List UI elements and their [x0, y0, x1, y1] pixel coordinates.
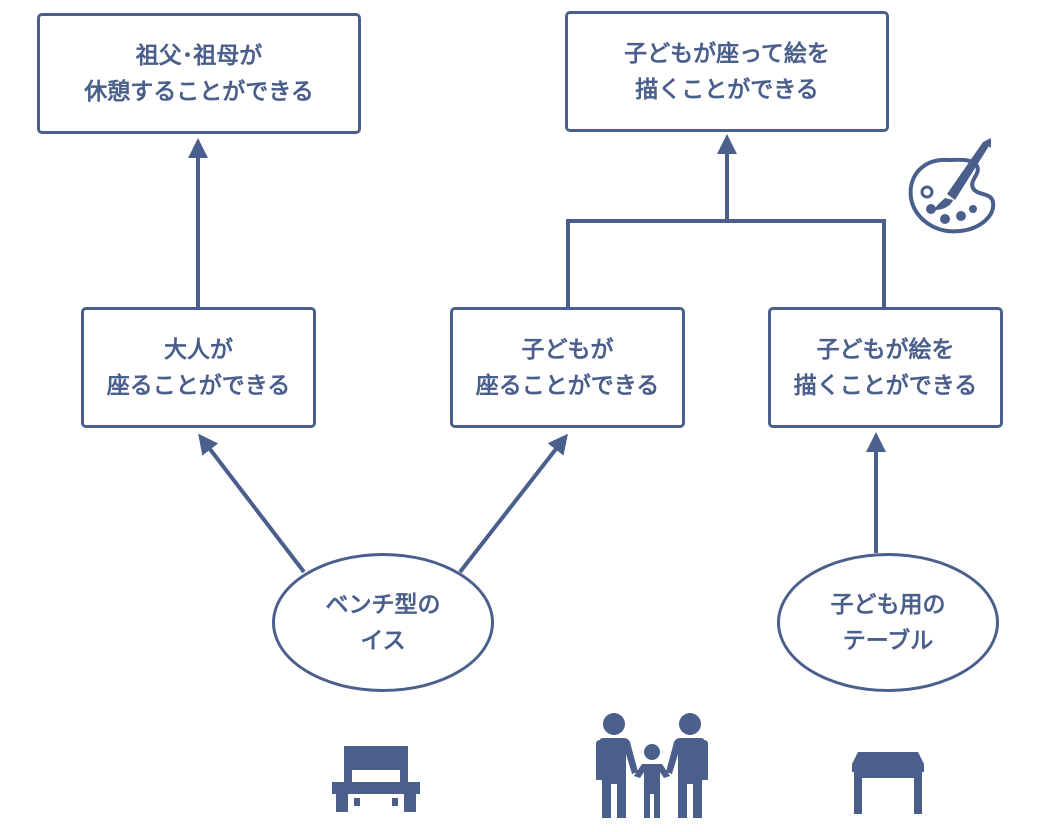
- bench-icon: [332, 746, 420, 812]
- node-adult-sit: 大人が 座ることができる: [81, 307, 316, 428]
- node-text-line1: 子どもが座って絵を: [624, 40, 830, 67]
- node-text-line2: テーブル: [842, 627, 934, 654]
- node-text-line1: ベンチ型の: [325, 591, 441, 618]
- node-child-draw: 子どもが絵を 描くことができる: [768, 307, 1003, 428]
- table-icon: [852, 752, 924, 814]
- node-text-line2: 座ることができる: [475, 372, 660, 399]
- merge-connector: [566, 219, 886, 307]
- node-text-line2: 座ることができる: [106, 372, 291, 399]
- node-text-line2: イス: [360, 627, 406, 654]
- node-child-sit-and-draw: 子どもが座って絵を 描くことができる: [565, 11, 889, 132]
- node-text-line1: 大人が: [164, 336, 233, 363]
- node-text-line1: 祖父･祖母が: [135, 42, 263, 69]
- node-kids-table: 子ども用の テーブル: [777, 553, 999, 692]
- node-text-line2: 描くことができる: [635, 76, 819, 103]
- node-text-line2: 描くことができる: [793, 372, 978, 399]
- node-text-line1: 子ども用の: [830, 591, 946, 618]
- node-text-line2: 休憩することができる: [84, 78, 314, 105]
- node-text-line1: 子どもが: [521, 336, 614, 363]
- node-bench-chair: ベンチ型の イス: [272, 553, 494, 692]
- node-grandparents-rest: 祖父･祖母が 休憩することができる: [37, 13, 361, 134]
- node-child-sit: 子どもが 座ることができる: [450, 307, 685, 428]
- arrow-bench-to-child: [458, 433, 568, 574]
- palette-icon: [908, 138, 996, 234]
- node-text-line1: 子どもが絵を: [816, 336, 955, 363]
- arrow-bench-to-adult: [198, 433, 306, 574]
- family-icon: [596, 713, 708, 818]
